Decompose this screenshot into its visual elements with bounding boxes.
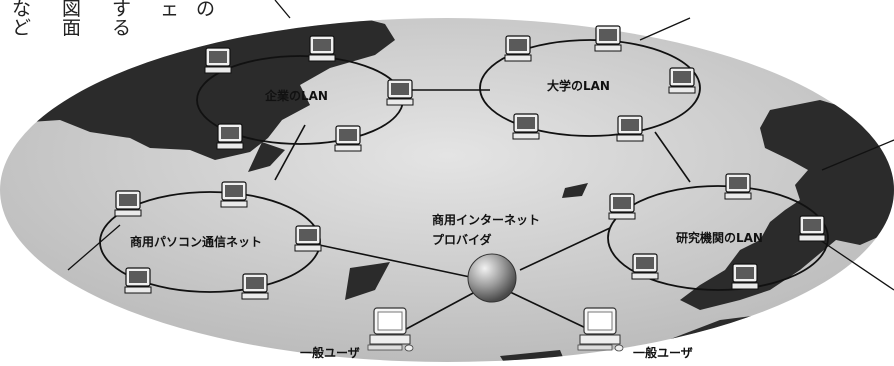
- external-lines: [67, 0, 894, 291]
- workstation-icon: [631, 253, 659, 280]
- text-column-4: ェ: [160, 0, 180, 20]
- lan-ring-research: [607, 185, 829, 291]
- workstation-icon: [512, 113, 540, 140]
- label-university-lan: 大学のLAN: [547, 78, 610, 93]
- label-user-left: 一般ユーザ: [300, 345, 360, 360]
- workstation-icon: [798, 215, 826, 242]
- lan-rings: [99, 39, 829, 293]
- label-provider-line1: 商用インターネット: [432, 212, 540, 227]
- workstation-icon: [334, 125, 362, 152]
- workstation-icon: [220, 181, 248, 208]
- workstation-icon: [204, 47, 232, 74]
- workstation-icon: [386, 79, 414, 106]
- workstation-icon: [616, 115, 644, 142]
- workstation-icon: [724, 173, 752, 200]
- workstation-icon: [731, 263, 759, 290]
- workstation-icon: [608, 193, 636, 220]
- workstation-icon: [216, 123, 244, 150]
- label-user-right: 一般ユーザ: [633, 345, 693, 360]
- workstation-icon: [124, 267, 152, 294]
- text-column-1: な ど: [12, 0, 32, 39]
- label-pc-network: 商用パソコン通信ネット: [130, 234, 262, 249]
- workstation-icon: [294, 225, 322, 252]
- workstation-icon: [668, 67, 696, 94]
- label-provider-line2: プロバイダ: [432, 232, 492, 247]
- label-company-lan: 企業のLAN: [264, 88, 328, 103]
- workstation-icon: [114, 190, 142, 217]
- text-column-3: す る: [112, 0, 132, 39]
- provider-globe-icon: [467, 253, 517, 303]
- backbone-links: [274, 89, 691, 336]
- text-column-5: の: [196, 0, 216, 20]
- workstation-icon: [594, 25, 622, 52]
- diagram-labels: 企業のLAN 大学のLAN 商用パソコン通信ネット 研究機関のLAN 商用インタ…: [130, 78, 763, 360]
- text-column-2: 図 面: [62, 0, 82, 39]
- workstation-icon: [308, 35, 336, 62]
- label-research-lan: 研究機関のLAN: [676, 230, 763, 245]
- workstation-icon: [241, 273, 269, 300]
- lan-ring-university: [479, 39, 701, 137]
- workstation-icon: [504, 35, 532, 62]
